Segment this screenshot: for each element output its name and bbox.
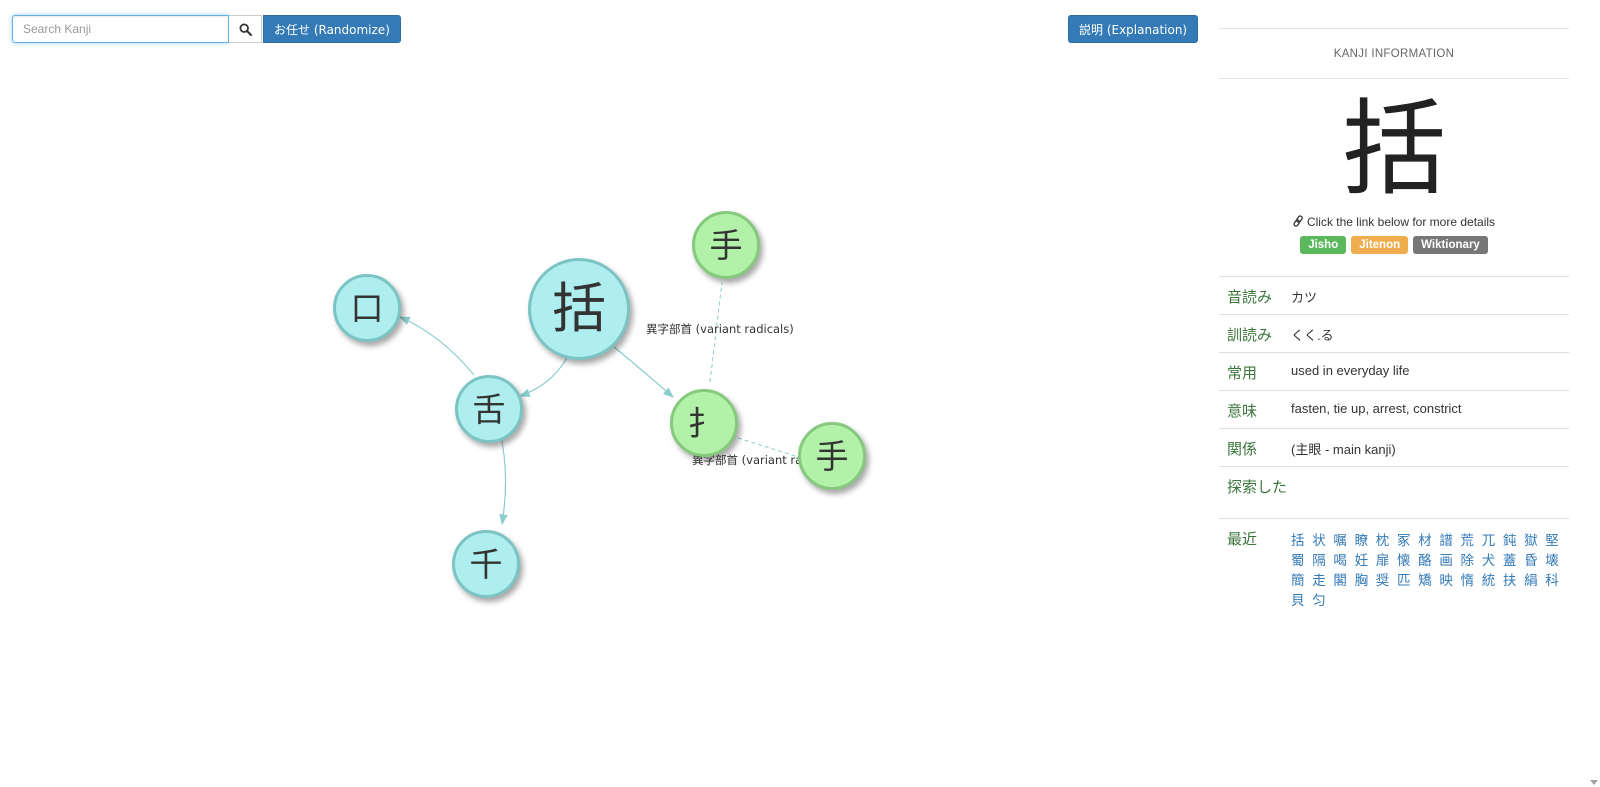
- edge-hand-radical-to-hand: [709, 281, 723, 383]
- node-hand-radical[interactable]: 扌: [670, 389, 738, 457]
- recent-kanji-link[interactable]: 括: [1291, 533, 1305, 549]
- node-hand[interactable]: 手: [692, 211, 760, 279]
- recent-kanji-link[interactable]: 荒: [1460, 533, 1475, 549]
- recent-kanji-link[interactable]: 酪: [1418, 553, 1432, 569]
- link-icon: [1293, 215, 1303, 227]
- recent-kanji-link[interactable]: 除: [1460, 553, 1475, 569]
- recent-label: 最近: [1219, 518, 1291, 618]
- node-mouth[interactable]: 口: [333, 274, 401, 342]
- details-hint-text: Click the link below for more details: [1306, 215, 1496, 229]
- recent-kanji-link[interactable]: 奨: [1375, 573, 1390, 589]
- recent-kanji-link[interactable]: 映: [1439, 573, 1453, 589]
- recent-kanji-link[interactable]: 獄: [1524, 533, 1538, 549]
- recent-kanji-link[interactable]: 匹: [1396, 573, 1411, 589]
- recent-kanji-link[interactable]: 状: [1312, 533, 1326, 549]
- edge-main-to-hand-radical: [613, 346, 674, 398]
- kanji-info-table: 音読み カツ 訓読み くく.る 常用 used in everyday life…: [1219, 276, 1569, 618]
- recent-kanji-link[interactable]: 簡: [1291, 573, 1305, 589]
- row-value: [1291, 466, 1569, 519]
- row-key: 音読み: [1219, 276, 1291, 315]
- explanation-button[interactable]: 説明 (Explanation): [1068, 15, 1199, 43]
- row-meaning: 意味 fasten, tie up, arrest, constrict: [1219, 390, 1569, 429]
- recent-kanji-link[interactable]: 隔: [1312, 553, 1326, 569]
- recent-kanji-link[interactable]: 科: [1545, 573, 1559, 589]
- recent-kanji-link[interactable]: 惰: [1460, 573, 1475, 589]
- jitenon-link[interactable]: Jitenon: [1351, 236, 1409, 254]
- recent-kanji-link[interactable]: 画: [1439, 553, 1453, 569]
- recent-kanji-link[interactable]: 譜: [1439, 533, 1453, 549]
- search-icon: [238, 22, 252, 36]
- recent-kanji-link[interactable]: 蜀: [1291, 553, 1305, 569]
- row-recent: 最近 括状嘱瞭枕冢材譜荒兀鈍獄堅蜀隔喝妊扉懐酪画除犬蓋昏壊簡走閣胸奨匹矯映惰統扶…: [1219, 518, 1569, 618]
- edge-hand-radical-to-hand-alt: [737, 437, 809, 461]
- recent-kanji-link[interactable]: 走: [1312, 573, 1326, 589]
- node-tongue[interactable]: 舌: [455, 375, 523, 443]
- recent-kanji-link[interactable]: 喝: [1333, 553, 1347, 569]
- scroll-down-arrow[interactable]: [1590, 780, 1598, 785]
- recent-kanji-link[interactable]: 妊: [1354, 553, 1369, 569]
- graph-edges: [399, 281, 809, 526]
- recent-kanji-link[interactable]: 昏: [1524, 553, 1538, 569]
- recent-kanji-link[interactable]: 壊: [1545, 553, 1559, 569]
- recent-kanji-link[interactable]: 犬: [1481, 553, 1496, 569]
- row-key: 訓読み: [1219, 314, 1291, 353]
- row-onyomi: 音読み カツ: [1219, 276, 1569, 315]
- row-key: 関係: [1219, 428, 1291, 467]
- wiktionary-link[interactable]: Wiktionary: [1413, 236, 1488, 254]
- row-key: 意味: [1219, 390, 1291, 429]
- recent-kanji-link[interactable]: 枕: [1375, 533, 1390, 549]
- recent-kanji-link[interactable]: 瞭: [1354, 533, 1369, 549]
- recent-kanji-list: 括状嘱瞭枕冢材譜荒兀鈍獄堅蜀隔喝妊扉懐酪画除犬蓋昏壊簡走閣胸奨匹矯映惰統扶絹科貝…: [1291, 529, 1569, 611]
- recent-kanji-link[interactable]: 矯: [1418, 573, 1432, 589]
- row-key: 探索した: [1219, 466, 1291, 519]
- recent-kanji-link[interactable]: 堅: [1545, 533, 1559, 549]
- row-kunyomi: 訓読み くく.る: [1219, 314, 1569, 353]
- recent-kanji-link[interactable]: 嘱: [1333, 533, 1347, 549]
- randomize-button[interactable]: お任せ (Randomize): [263, 15, 401, 43]
- recent-kanji-link[interactable]: 蓋: [1502, 553, 1517, 569]
- recent-kanji-link[interactable]: 貝: [1291, 593, 1305, 609]
- toolbar: お任せ (Randomize): [12, 15, 401, 43]
- recent-kanji-link[interactable]: 兀: [1481, 533, 1496, 549]
- node-main-kanji[interactable]: 括: [528, 258, 630, 360]
- recent-kanji-link[interactable]: 胸: [1354, 573, 1369, 589]
- recent-kanji-link[interactable]: 扉: [1375, 553, 1390, 569]
- kanji-graph[interactable]: 異字部首 (variant radicals) 異字部首 (variant ra…: [0, 50, 1200, 787]
- search-button[interactable]: [229, 15, 262, 43]
- edge-label-variant-1: 異字部首 (variant radicals): [646, 322, 794, 336]
- recent-kanji-link[interactable]: 懐: [1396, 553, 1411, 569]
- kanji-info-panel: KANJI INFORMATION 括 Click the link below…: [1219, 28, 1569, 618]
- row-value: カツ: [1291, 276, 1569, 315]
- row-value: used in everyday life: [1291, 352, 1569, 391]
- recent-kanji-link[interactable]: 匀: [1312, 593, 1326, 609]
- node-hand-alt[interactable]: 手: [798, 422, 866, 490]
- row-value: (主眼 - main kanji): [1291, 428, 1569, 467]
- edge-tongue-to-thousand: [499, 431, 508, 526]
- recent-kanji-link[interactable]: 材: [1418, 533, 1432, 549]
- external-links: Jisho Jitenon Wiktionary: [1219, 236, 1569, 254]
- row-value: くく.る: [1291, 314, 1569, 353]
- recent-kanji-link[interactable]: 扶: [1502, 573, 1517, 589]
- row-value: fasten, tie up, arrest, constrict: [1291, 390, 1569, 429]
- jisho-link[interactable]: Jisho: [1300, 236, 1347, 254]
- edge-label-variant-2: 異字部首 (variant rad: [692, 453, 810, 467]
- details-hint: Click the link below for more details: [1219, 215, 1569, 229]
- recent-kanji-link[interactable]: 鈍: [1502, 533, 1517, 549]
- row-relation: 関係 (主眼 - main kanji): [1219, 428, 1569, 467]
- recent-kanji-link[interactable]: 絹: [1524, 573, 1538, 589]
- panel-header: KANJI INFORMATION: [1219, 28, 1569, 79]
- selected-kanji: 括: [1341, 88, 1446, 210]
- recent-kanji-link[interactable]: 冢: [1396, 533, 1411, 549]
- node-thousand[interactable]: 千: [452, 530, 520, 598]
- recent-kanji-link[interactable]: 統: [1481, 573, 1496, 589]
- row-joyo: 常用 used in everyday life: [1219, 352, 1569, 391]
- edge-main-to-tongue: [518, 355, 569, 397]
- recent-kanji-link[interactable]: 閣: [1333, 573, 1347, 589]
- row-key: 常用: [1219, 352, 1291, 391]
- edge-tongue-to-mouth: [399, 316, 475, 376]
- search-input[interactable]: [12, 15, 229, 43]
- row-explored: 探索した: [1219, 466, 1569, 519]
